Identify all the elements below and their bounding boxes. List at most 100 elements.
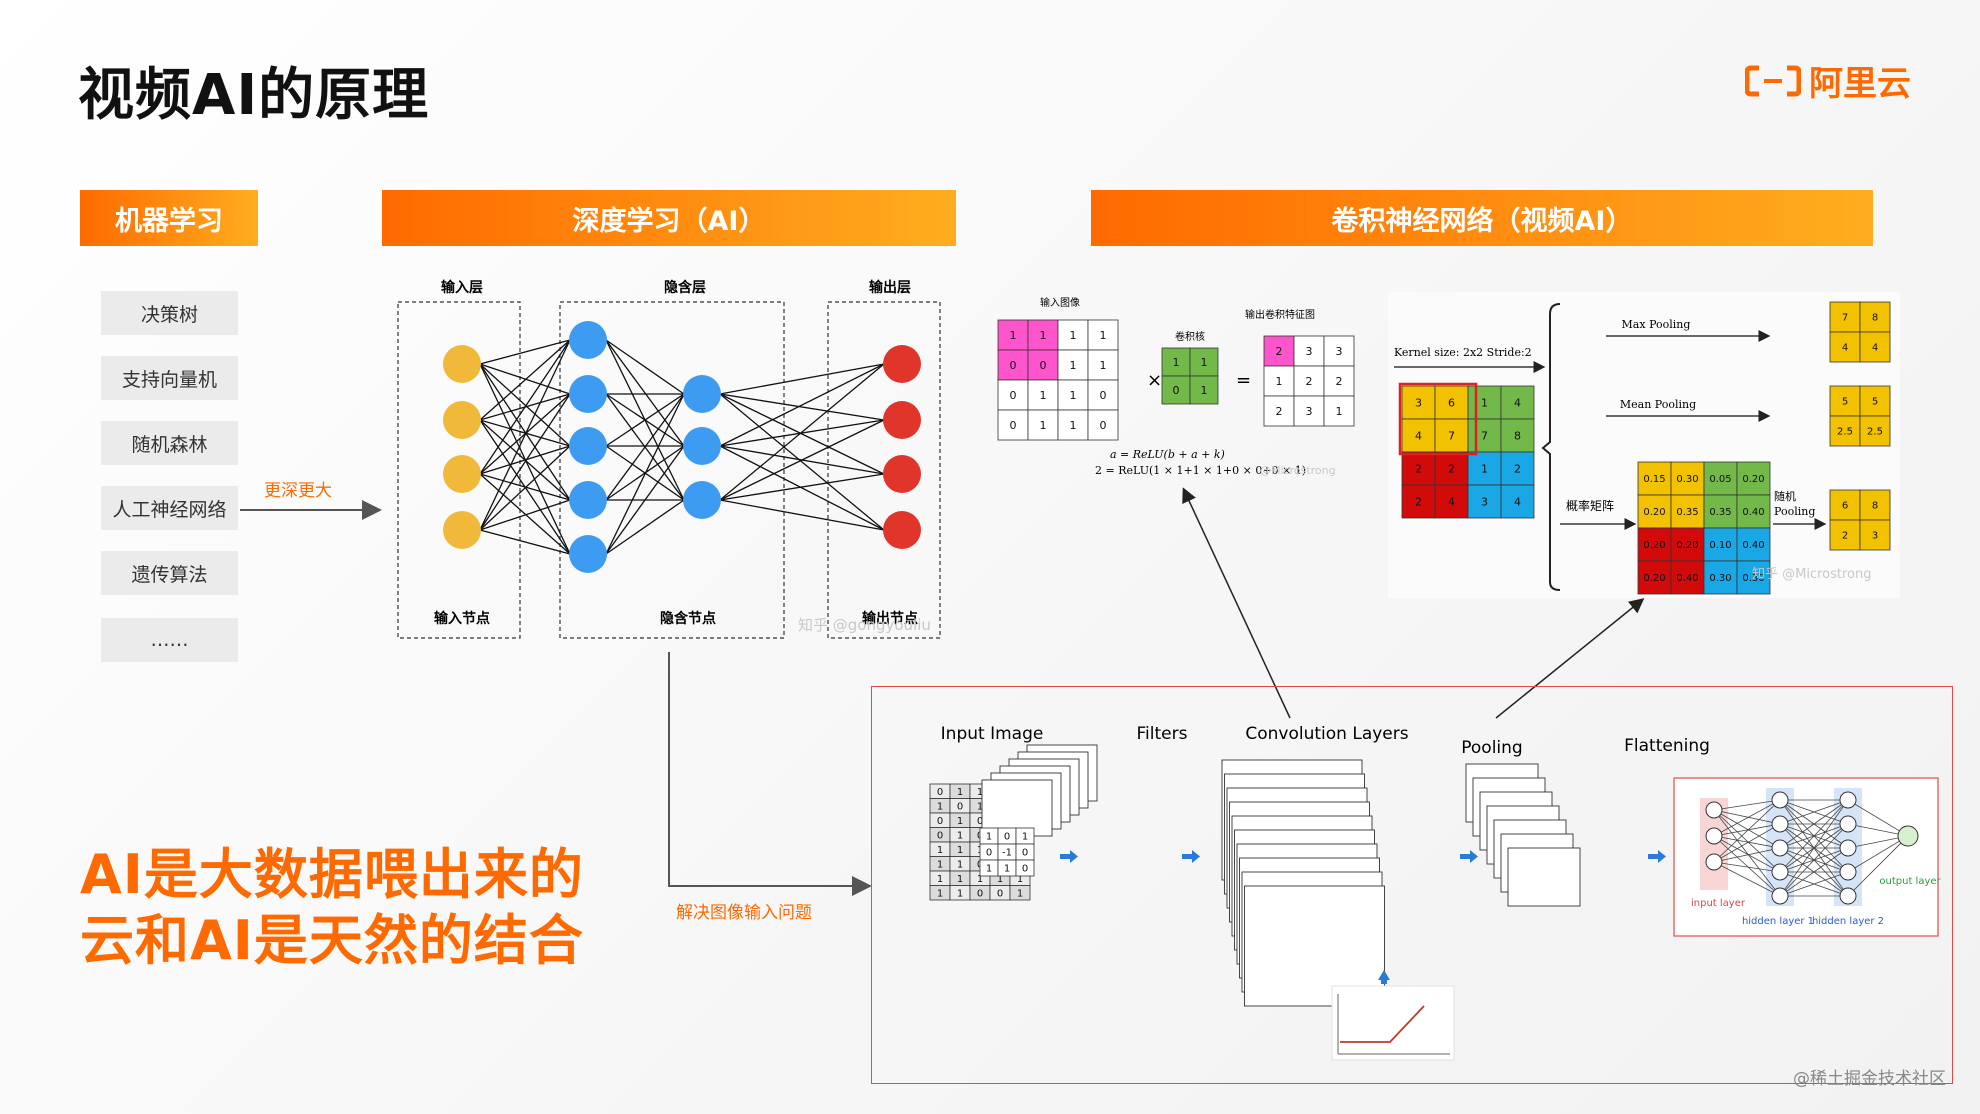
- matrix-value: 0: [1173, 384, 1180, 397]
- flatten-edge: [1779, 799, 1849, 849]
- nn-hidden-node: [569, 321, 607, 359]
- matrix-value: 0: [957, 801, 963, 812]
- conv-watermark: @Microstrong: [1260, 464, 1336, 477]
- relu-curve: [1340, 1005, 1425, 1043]
- matrix-value: 0: [977, 816, 983, 827]
- flow-arrow-icon: [1060, 854, 1070, 859]
- nn-hidden-node: [569, 375, 607, 413]
- matrix-cell: [1293, 395, 1325, 427]
- matrix-value: 0.40: [1742, 540, 1764, 551]
- matrix-cell: [1189, 375, 1219, 405]
- pool-prob-label: 概率矩阵: [1566, 498, 1614, 513]
- matrix-value: 8: [1872, 313, 1878, 324]
- matrix-cell: [1637, 494, 1672, 529]
- relu-up-arrow: [1378, 970, 1390, 980]
- conv-formula2: 2 = ReLU(1 × 1+1 × 1+0 × 0+0 × 1): [1095, 464, 1306, 477]
- logo-text: 阿里云: [1809, 64, 1911, 104]
- matrix-cell: [1500, 385, 1535, 420]
- nn-edge: [719, 419, 885, 447]
- matrix-cell: [1057, 409, 1089, 441]
- nn-hidden-node: [683, 481, 721, 519]
- flatten-edge: [1713, 861, 1781, 873]
- flow-arrow-icon: [1648, 854, 1658, 859]
- hidden-layer-box: [559, 301, 785, 639]
- matrix-value: 1: [1070, 419, 1077, 432]
- matrix-value: 0: [1022, 864, 1028, 875]
- matrix-value: 0.35: [1676, 507, 1698, 518]
- nn-edge: [479, 473, 571, 501]
- matrix-value: 1: [1481, 396, 1488, 409]
- cnn-flattening-label: Flattening: [1624, 736, 1710, 756]
- matrix-value: 1: [986, 832, 992, 843]
- filter-sheet: [981, 779, 1053, 837]
- matrix-value: 0: [937, 787, 943, 798]
- matrix-value: 1: [937, 874, 943, 885]
- matrix-value: 1: [1276, 375, 1283, 388]
- matrix-value: 2: [1276, 405, 1283, 418]
- nn-edge: [479, 363, 571, 501]
- flatten-edge: [1713, 809, 1781, 897]
- matrix-cell: [1027, 319, 1059, 351]
- matrix-value: 1: [937, 801, 943, 812]
- nn-hidden-nodes-label: 隐含节点: [660, 610, 716, 627]
- matrix-value: 2: [1514, 462, 1521, 475]
- matrix-cell: [1859, 519, 1891, 551]
- flow-arrow-head: [1070, 850, 1078, 863]
- matrix-value: 1: [957, 816, 963, 827]
- nn-output-node: [883, 455, 921, 493]
- matrix-value: 0: [1010, 359, 1017, 372]
- matrix-value: 3: [1872, 531, 1878, 542]
- matrix-value: 1: [1100, 359, 1107, 372]
- flatten-edge: [1713, 823, 1781, 837]
- matrix-value: 5: [1842, 397, 1848, 408]
- nn-watermark: 知乎 @gongyouliu: [798, 616, 931, 634]
- matrix-value: 0.20: [1643, 540, 1665, 551]
- pool-mean-label: Mean Pooling: [1620, 398, 1696, 411]
- matrix-cell: [1736, 560, 1771, 595]
- nn-edge: [479, 363, 571, 395]
- matrix-value: 0.40: [1742, 507, 1764, 518]
- nn-edge: [479, 339, 571, 365]
- matrix-value: 0.10: [1709, 540, 1731, 551]
- flatten-edge: [1713, 799, 1781, 837]
- matrix-cell: [1500, 451, 1535, 486]
- nn-input-node: [443, 455, 481, 493]
- nn-output-nodes-label: 输出节点: [862, 610, 918, 627]
- matrix-cell: [1434, 451, 1469, 486]
- cnn-filter-stack: [981, 744, 1098, 837]
- matrix-value: 1: [1481, 462, 1488, 475]
- matrix-cell: [1829, 415, 1861, 447]
- matrix-value: 2: [1842, 531, 1848, 542]
- matrix-value: 0.30: [1709, 573, 1731, 584]
- matrix-value: 0: [1004, 832, 1010, 843]
- matrix-value: 0: [1022, 848, 1028, 859]
- matrix-cell: [1670, 527, 1705, 562]
- matrix-value: 3: [1336, 345, 1343, 358]
- matrix-value: 2.5: [1867, 427, 1883, 438]
- nn-edge: [605, 445, 685, 555]
- matrix-value: 1: [1017, 888, 1023, 899]
- matrix-value: 1: [1070, 359, 1077, 372]
- nn-edge: [479, 363, 571, 447]
- matrix-value: 0: [1010, 389, 1017, 402]
- matrix-cell: [1670, 560, 1705, 595]
- flow-arrow-head: [1192, 850, 1200, 863]
- conv-kernel-label: 卷积核: [1175, 330, 1205, 343]
- matrix-cell: [1434, 484, 1469, 519]
- matrix-cell: [1736, 461, 1771, 496]
- matrix-value: 4: [1872, 343, 1878, 354]
- matrix-cell: [997, 349, 1029, 381]
- matrix-value: 1: [1022, 832, 1028, 843]
- cnn-pool-stack: [1465, 763, 1581, 907]
- matrix-cell: [1401, 385, 1436, 420]
- matrix-value: 0: [937, 830, 943, 841]
- matrix-cell: [1087, 379, 1119, 411]
- matrix-value: 1: [977, 787, 983, 798]
- logo: 阿里云: [1745, 56, 1911, 105]
- relu-graph-box: [1331, 985, 1455, 1061]
